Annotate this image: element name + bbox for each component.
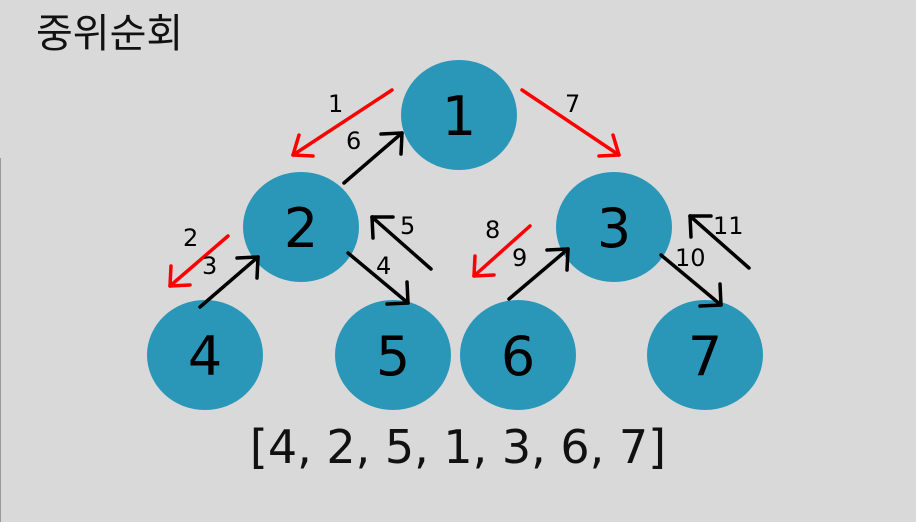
tree-node-5-label: 5 [376, 325, 410, 388]
step-7-arrow [520, 88, 621, 158]
step-8-arrow [472, 224, 532, 278]
step-label-3: 3 [202, 252, 217, 280]
step-label-4: 4 [376, 252, 391, 280]
step-label-5: 5 [400, 212, 415, 240]
page-title: 중위순회 [36, 11, 184, 57]
tree-node-4: 4 [147, 300, 263, 410]
step-11-arrow [688, 214, 751, 270]
step-label-1: 1 [328, 90, 343, 118]
tree-node-1: 1 [401, 60, 517, 170]
tree-node-2-label: 2 [284, 197, 318, 260]
tree-node-5: 5 [335, 300, 451, 410]
step-10-arrow [659, 253, 723, 308]
tree-node-6: 6 [460, 300, 576, 410]
tree-node-7: 7 [647, 300, 763, 410]
step-4-arrow [346, 251, 410, 306]
step-label-11: 11 [713, 212, 744, 240]
step-label-7: 7 [565, 90, 580, 118]
step-label-8: 8 [485, 216, 500, 244]
step-label-9: 9 [512, 244, 527, 272]
tree-node-6-label: 6 [501, 325, 535, 388]
left-divider [0, 158, 1, 522]
step-9-arrow [507, 247, 570, 301]
step-2-arrow [168, 234, 230, 288]
traversal-result: [4, 2, 5, 1, 3, 6, 7] [249, 420, 667, 474]
tree-node-4-label: 4 [188, 325, 222, 388]
tree-node-1-label: 1 [442, 85, 476, 148]
step-6-arrow [342, 131, 404, 185]
step-label-6: 6 [346, 127, 361, 155]
step-1-arrow [291, 88, 394, 158]
step-3-arrow [198, 255, 260, 309]
tree-node-7-label: 7 [688, 325, 722, 388]
tree-node-3: 3 [556, 172, 672, 282]
step-label-10: 10 [675, 244, 706, 272]
tree-node-3-label: 3 [597, 197, 631, 260]
step-label-2: 2 [183, 224, 198, 252]
step-5-arrow [370, 215, 433, 271]
tree-node-2: 2 [243, 172, 359, 282]
